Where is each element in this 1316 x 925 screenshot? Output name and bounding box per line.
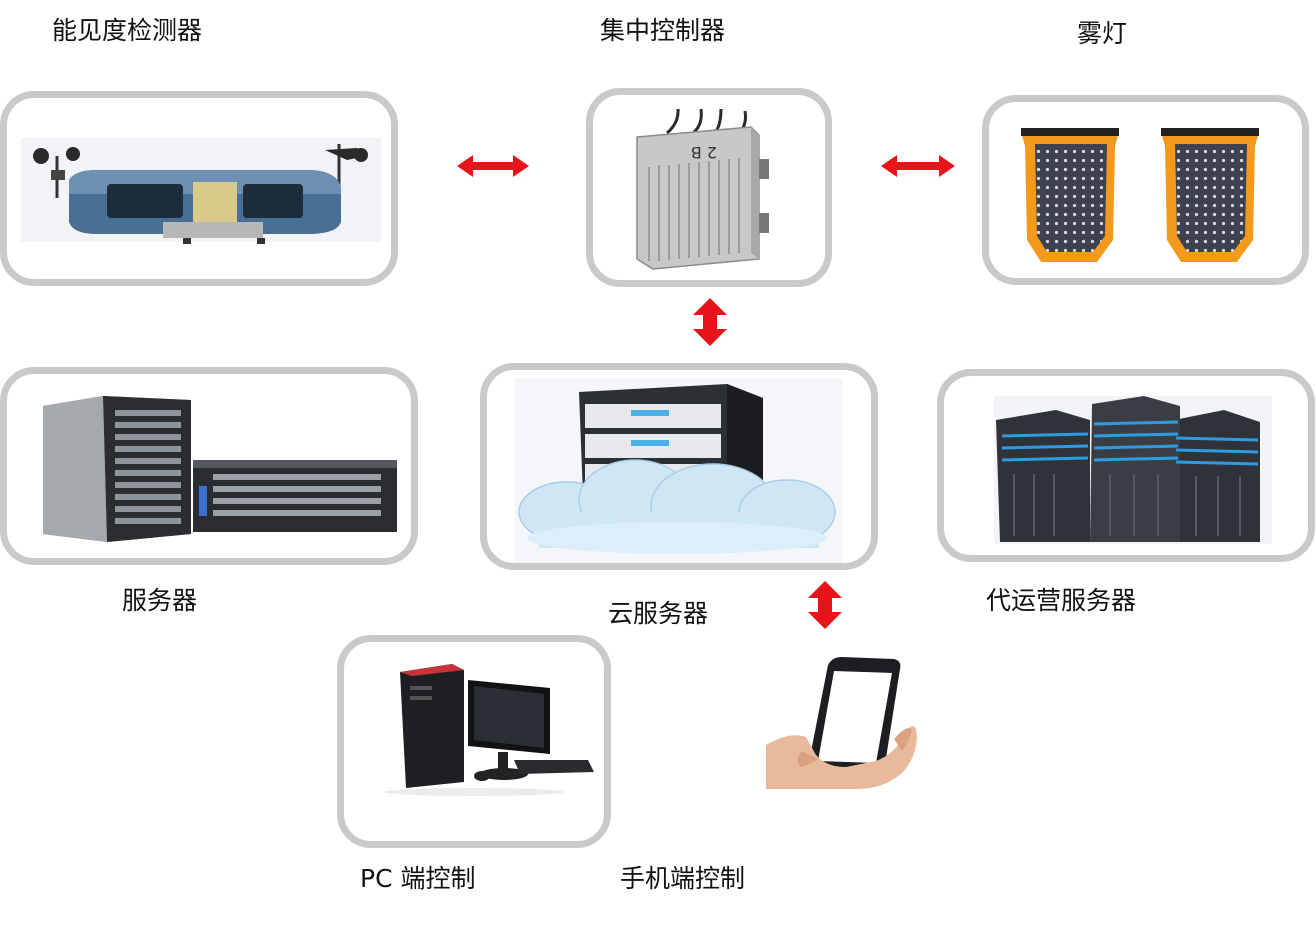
visibility-detector-frame xyxy=(0,91,398,286)
cloud-server-icon xyxy=(515,378,843,563)
datacenter-icon xyxy=(994,396,1272,544)
label-fog-light: 雾灯 xyxy=(1077,19,1128,48)
pc-control-frame xyxy=(337,635,611,848)
central-controller-frame: 2 B xyxy=(586,88,832,287)
fog-light-icon xyxy=(1021,128,1259,262)
arrow-detector-controller xyxy=(457,155,529,177)
visibility-sensor-icon xyxy=(21,138,381,244)
fog-light-frame xyxy=(982,95,1309,285)
controller-tag: 2 B xyxy=(691,143,717,162)
label-cloud-server: 云服务器 xyxy=(608,599,709,628)
arrow-controller-cloud xyxy=(693,298,727,346)
label-central-controller: 集中控制器 xyxy=(600,16,726,45)
label-server: 服务器 xyxy=(122,586,198,615)
arrow-controller-fog-light xyxy=(881,155,955,177)
proxy-server-frame xyxy=(937,369,1315,562)
label-pc-control: PC 端控制 xyxy=(360,864,476,893)
label-proxy-server: 代运营服务器 xyxy=(986,586,1137,615)
label-mobile-control: 手机端控制 xyxy=(620,864,746,893)
label-visibility-detector: 能见度检测器 xyxy=(52,16,203,45)
desktop-pc-icon xyxy=(384,664,594,796)
smartphone-hand-icon xyxy=(766,655,926,789)
cloud-server-frame xyxy=(480,363,878,570)
controller-box-icon: 2 B xyxy=(636,108,769,270)
arrow-cloud-mobile xyxy=(808,581,842,629)
server-rack-icon xyxy=(43,396,397,542)
server-frame xyxy=(0,367,418,565)
